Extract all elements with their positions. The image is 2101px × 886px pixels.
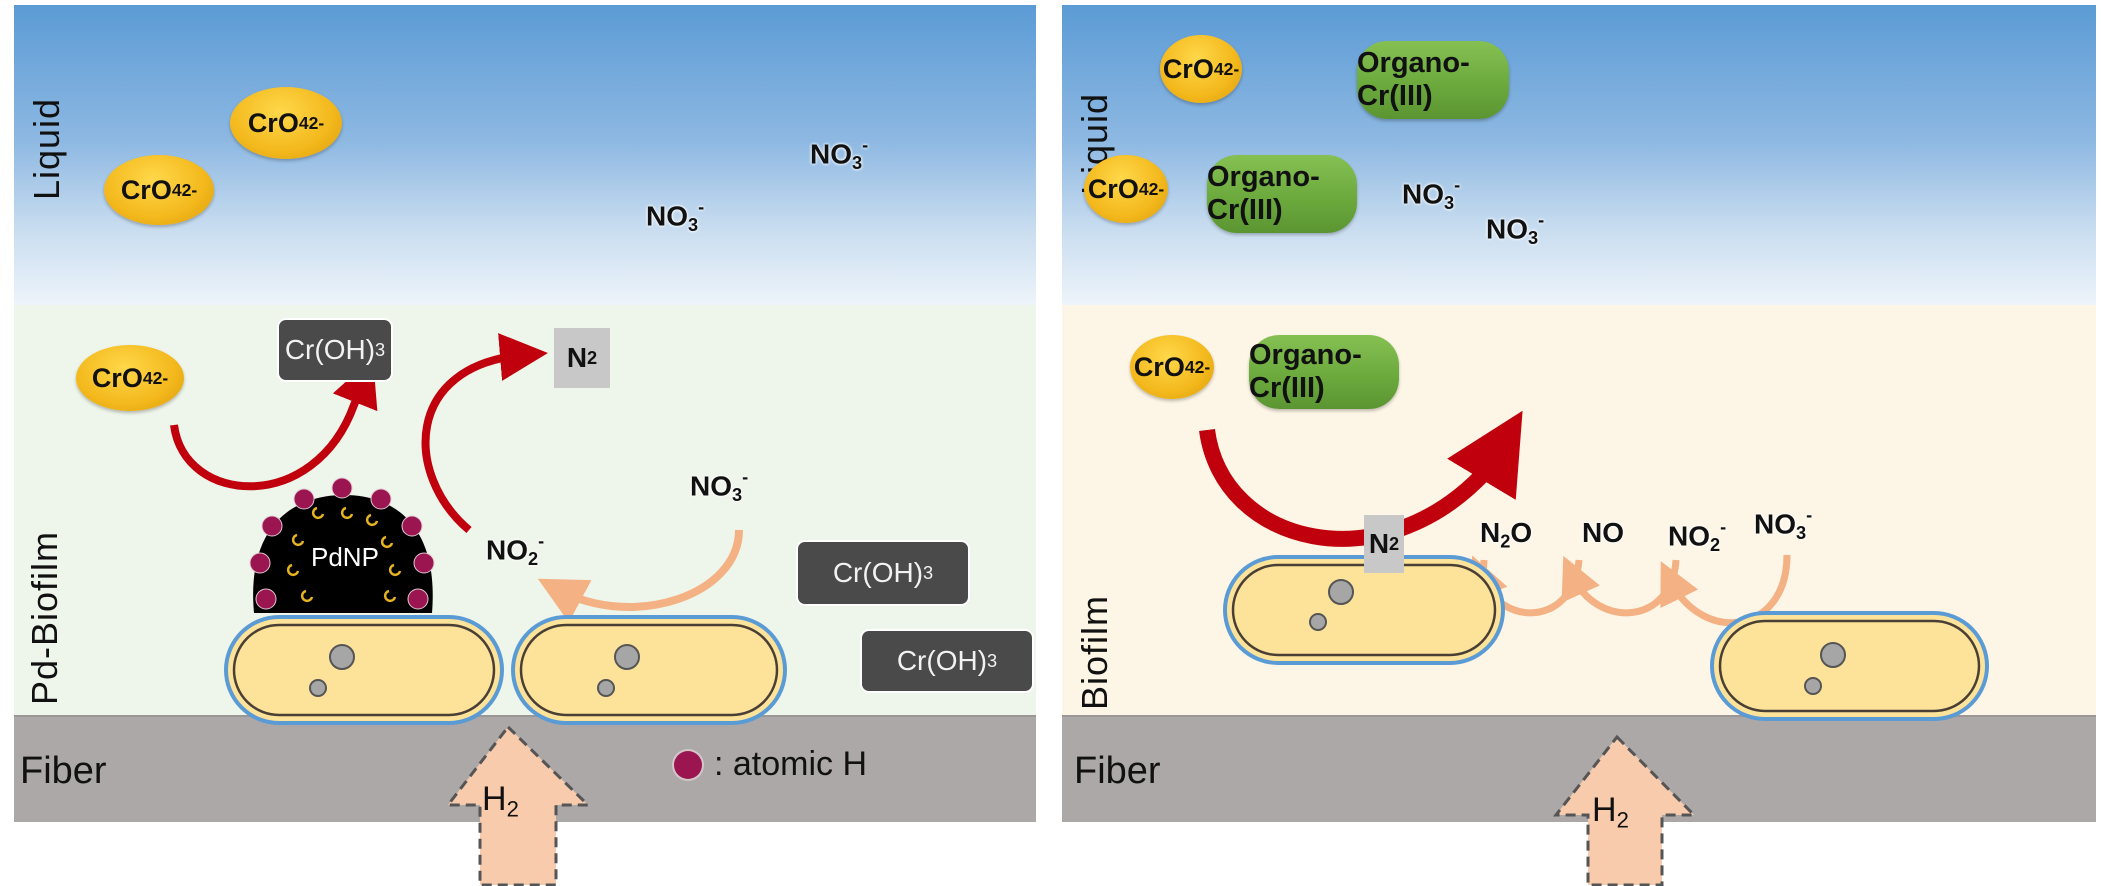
electrons [286,506,402,603]
nitrite-to-n2-arrow [421,333,548,534]
nitrate-ion: NO3- [646,197,705,236]
h2-label: H2 [1592,791,1629,833]
liquid-zone [14,5,1036,305]
nitrite-ion: NO2- [1668,517,1727,556]
nitrate-to-nitrite-arrow [537,529,743,623]
bacterial-cell [1710,611,1989,721]
fiber-label: Fiber [1074,750,1161,792]
bacterial-cell [224,615,504,725]
chromate-reduction-arrow [170,357,378,491]
bacterial-cell [511,615,787,725]
h2-label: H2 [482,780,519,822]
left-diagram-graphics [170,333,787,886]
n2o-intermediate: N2O [1480,517,1533,552]
cr-oh3-precipitate: Cr(OH)3 [798,542,968,604]
cr-oh3-precipitate: Cr(OH)3 [279,320,391,380]
nitrate-ion: NO3- [1402,175,1461,214]
organo-cr-iii: Organo-Cr(III) [1207,155,1357,233]
atomic-h-dot-icon [674,750,702,779]
pdnp-label: PdNP [311,542,379,572]
chromate-reduction-arrow [1199,410,1523,547]
bacterial-cell [1223,555,1505,665]
fiber-label: Fiber [20,750,107,792]
nitrate-ion: NO3- [810,135,869,174]
h2-diffusion-arrow [1552,734,1698,886]
nitrite-to-no-arrow [1561,555,1680,617]
nitrate-ion: NO3- [1754,505,1813,544]
pd-nanoparticle [249,477,435,613]
no-intermediate: NO [1582,517,1624,548]
atomic-h-dots [249,477,435,610]
right-diagram-graphics [1199,410,1989,886]
h2-diffusion-arrow [444,724,592,886]
atomic-h-legend: : atomic H [674,745,867,784]
organo-cr-iii: Organo-Cr(III) [1249,335,1399,409]
nitrite-ion: NO2- [486,531,545,570]
cr-oh3-precipitate: Cr(OH)3 [862,631,1032,691]
organo-cr-iii: Organo-Cr(III) [1357,41,1509,119]
nitrate-ion: NO3- [1486,210,1545,249]
nitrate-ion: NO3- [690,467,749,506]
